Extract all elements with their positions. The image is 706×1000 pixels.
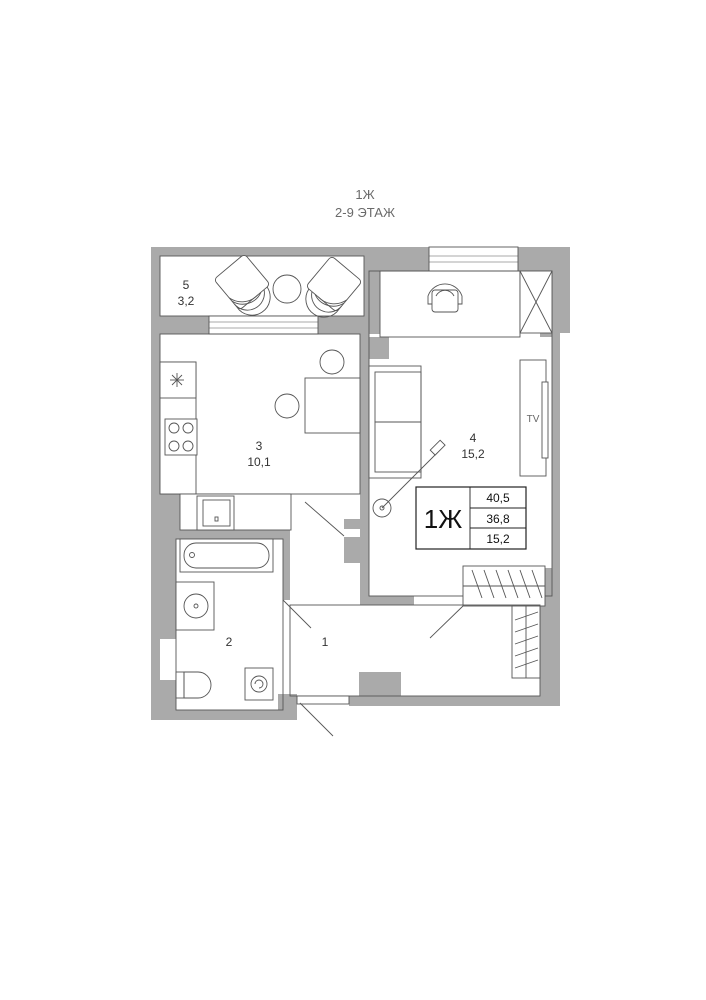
exhaust-fan-icon xyxy=(170,373,184,387)
entrance-door-swing xyxy=(299,702,334,737)
kitchen-sink-icon xyxy=(196,495,235,531)
stove-icon xyxy=(164,418,198,456)
chair-icon xyxy=(274,393,300,419)
room-area: 10,1 xyxy=(247,455,271,469)
room-5-balcony: 5 3,2 xyxy=(159,255,365,335)
summary-type: 1Ж xyxy=(424,504,462,534)
floor-lamp-icon xyxy=(372,439,446,518)
bathtub-icon xyxy=(179,538,274,573)
chair-icon xyxy=(319,349,345,375)
floors-header: 2-9 ЭТАЖ xyxy=(335,205,395,220)
hallway-wardrobe-icon xyxy=(511,605,541,679)
room-area: 3,2 xyxy=(178,294,195,308)
summary-total-area: 40,5 xyxy=(486,491,510,505)
door-swing xyxy=(429,605,464,639)
armchair-icon xyxy=(215,255,271,316)
armchair-icon xyxy=(305,257,361,318)
door-swing xyxy=(282,599,312,629)
room-1-hallway: 1 xyxy=(282,599,541,737)
cabinet-icon xyxy=(519,270,553,334)
summary-room-area: 15,2 xyxy=(486,532,510,546)
washbasin-icon xyxy=(175,581,215,631)
room-number: 2 xyxy=(226,635,233,649)
tv-stand-icon: TV xyxy=(519,359,549,477)
round-table-icon xyxy=(272,274,302,304)
apartment-type-header: 1Ж xyxy=(355,187,374,202)
room-4-living: TV 1Ж 40,5 36,8 15,2 xyxy=(368,246,553,639)
office-chair-icon xyxy=(427,283,463,313)
summary-living-area: 36,8 xyxy=(486,512,510,526)
room-number: 5 xyxy=(183,278,190,292)
washing-machine-icon xyxy=(244,667,274,701)
area-summary-table: 1Ж 40,5 36,8 15,2 xyxy=(415,486,527,550)
room-number: 3 xyxy=(256,439,263,453)
room-number: 1 xyxy=(322,635,329,649)
tv-label: TV xyxy=(527,414,540,425)
room-number: 4 xyxy=(470,431,477,445)
room-3-kitchen: 3 10,1 xyxy=(159,333,361,537)
walls xyxy=(151,247,570,720)
toilet-icon xyxy=(175,671,212,699)
door-swing xyxy=(304,501,345,537)
wardrobe-icon xyxy=(462,565,546,607)
sofa-icon xyxy=(368,365,422,479)
room-2-bathroom: 2 xyxy=(175,538,284,711)
room-area: 15,2 xyxy=(461,447,485,461)
dining-table-icon xyxy=(304,377,361,434)
